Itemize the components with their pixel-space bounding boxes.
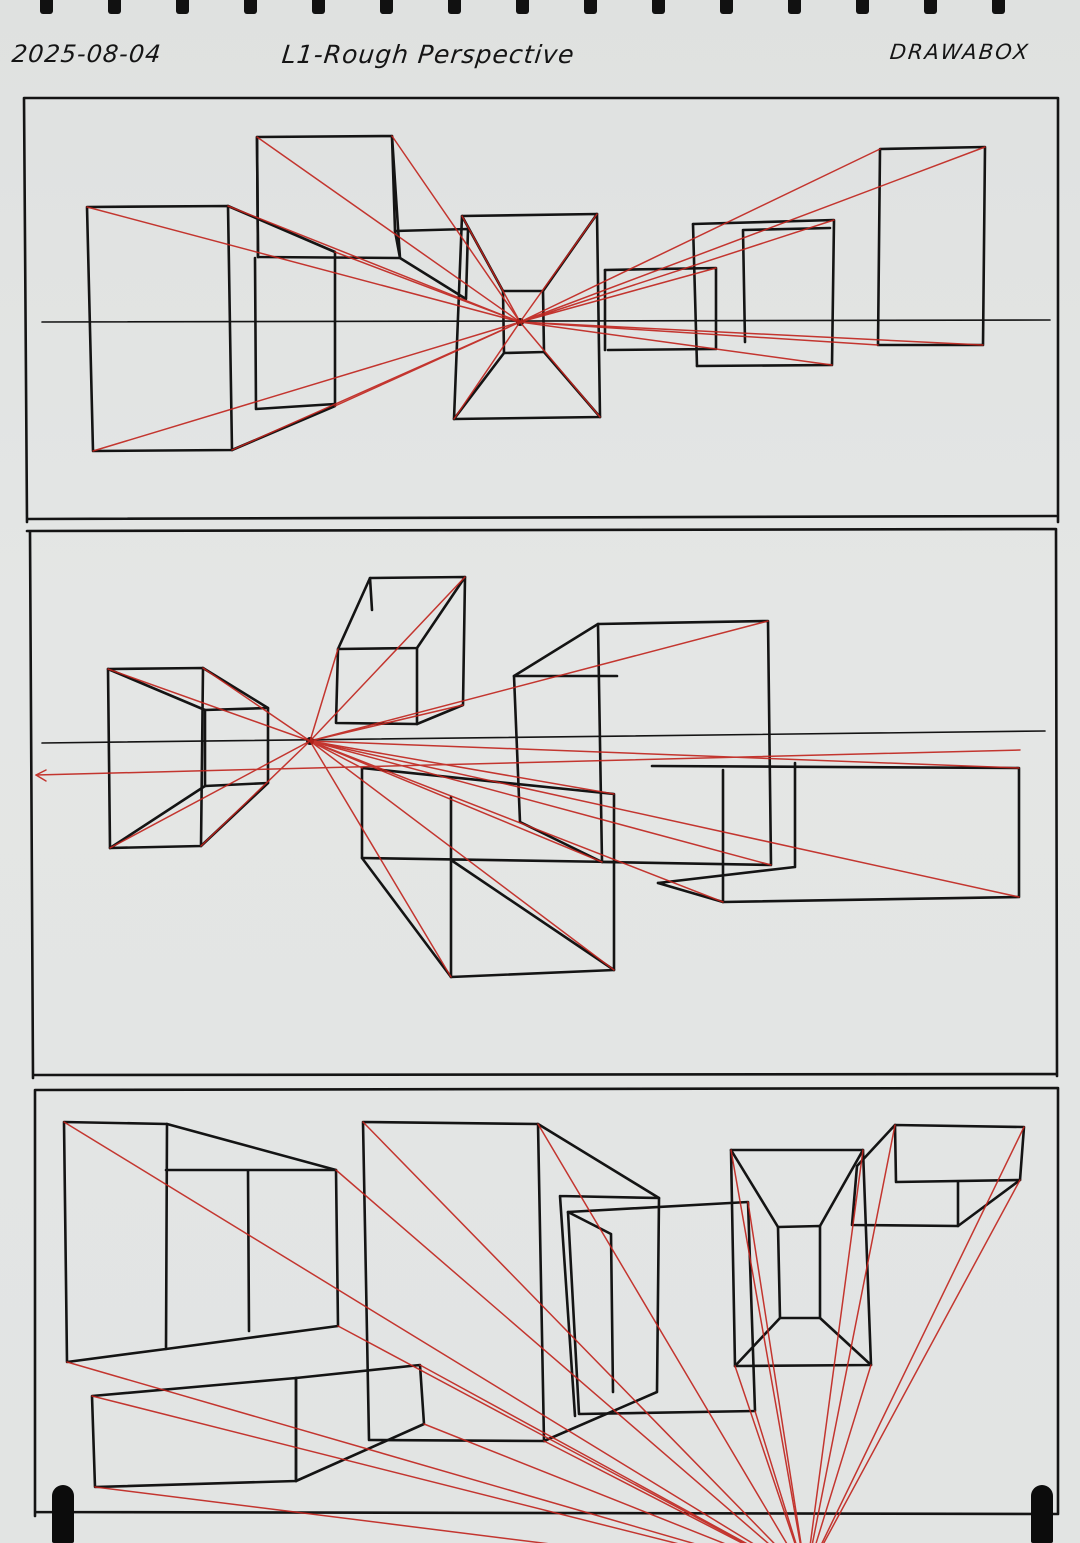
binding-ring [652, 0, 665, 14]
binding-ring [992, 0, 1005, 14]
binding-ring [720, 0, 733, 14]
frame-3 [33, 1086, 1060, 1518]
panel-3-drawing [62, 1120, 1026, 1489]
binding-ring [244, 0, 257, 14]
binding-ring [108, 0, 121, 14]
binding-ring [856, 0, 869, 14]
binding-ring [40, 0, 53, 14]
frame-1 [22, 96, 1060, 524]
binder-foot-right [1031, 1485, 1053, 1543]
panel-3-construction-lines [63, 1121, 1025, 1543]
horizon-line [41, 319, 1051, 323]
binding-ring [448, 0, 461, 14]
panel-2-drawing [41, 575, 1046, 979]
binder-foot-left [52, 1485, 74, 1543]
binding-ring [380, 0, 393, 14]
spiral-binding [0, 0, 1080, 18]
panel-2-construction-lines [35, 576, 1021, 978]
horizon-line [41, 730, 1046, 744]
binding-ring [176, 0, 189, 14]
binding-ring [516, 0, 529, 14]
frame-2 [25, 527, 1059, 1080]
panel-1-drawing [41, 134, 1051, 453]
binding-ring [312, 0, 325, 14]
binding-ring [788, 0, 801, 14]
panel-1-construction-lines [86, 135, 986, 452]
binding-ring [584, 0, 597, 14]
binding-ring [924, 0, 937, 14]
